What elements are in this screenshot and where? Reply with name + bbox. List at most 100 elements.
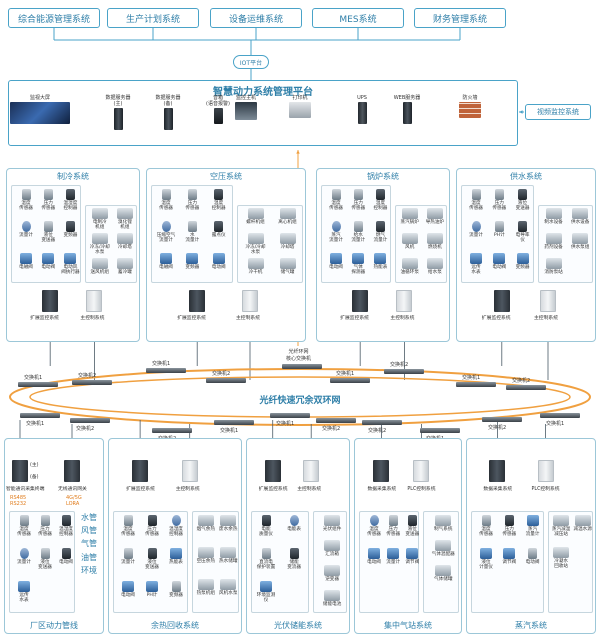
field-device[interactable]: 压力传感器 [347, 189, 369, 212]
field-device[interactable]: 流量计 [15, 221, 37, 238]
equipment-item[interactable]: 冷却塔 [272, 233, 303, 250]
ring-switch[interactable] [362, 420, 402, 425]
equipment-item[interactable]: 药剂设备 [541, 233, 567, 250]
ring-switch[interactable] [70, 418, 110, 423]
equipment-item[interactable]: 溴化锂机组 [113, 208, 137, 231]
field-device[interactable]: 温度传感器 [155, 189, 177, 212]
data-cabinet[interactable] [132, 460, 149, 482]
field-device[interactable]: 水流量计 [181, 221, 203, 244]
field-device[interactable]: 电动阀 [37, 253, 59, 270]
equipment-item[interactable]: 逆变器 [316, 565, 348, 582]
field-device[interactable]: 电磁阀 [155, 253, 177, 270]
equipment-item[interactable]: 燃烧机 [423, 233, 447, 250]
field-device[interactable]: 压力传感器 [498, 515, 520, 538]
equipment-item[interactable]: 蒸汽减温减压站 [551, 515, 572, 538]
ring-switch[interactable] [20, 413, 60, 418]
ring-switch[interactable] [206, 378, 246, 383]
equipment-item[interactable]: 导热油炉 [423, 208, 447, 225]
top-system-box[interactable]: 财务管理系统 [414, 8, 506, 28]
field-device[interactable]: 气体探测器 [347, 253, 369, 276]
equipment-item[interactable]: 储气罐 [272, 258, 303, 275]
field-device[interactable]: 液位变送器 [37, 221, 59, 244]
field-device[interactable]: 燃气流量计 [369, 221, 391, 244]
field-device[interactable]: 温度传感器 [465, 189, 487, 212]
field-device[interactable]: 液位变送器 [141, 548, 163, 571]
field-device[interactable]: 电能质量仪 [255, 515, 277, 538]
field-device[interactable]: 电能表 [283, 515, 305, 532]
field-device[interactable]: 储能变流器 [283, 548, 305, 571]
equipment-item[interactable]: 螺杆机组 [240, 208, 271, 225]
platform-item[interactable]: 数据服务器(主) [95, 95, 141, 130]
equipment-item[interactable]: 空压余热 [195, 547, 216, 564]
field-device[interactable]: 温度传感器 [15, 189, 37, 212]
field-device[interactable]: 变频器 [165, 581, 187, 598]
field-device[interactable]: 蒸汽流量计 [522, 515, 544, 538]
ring-switch[interactable] [384, 369, 424, 374]
equipment-item[interactable]: 送风机组 [88, 258, 112, 275]
equipment-item[interactable]: 冷冻/冷却水泵 [88, 233, 112, 256]
equipment-item[interactable]: 气体储罐 [426, 565, 460, 582]
equipment-item[interactable]: 风机 [398, 233, 422, 250]
field-device[interactable]: 液位变送器 [512, 189, 534, 212]
platform-item[interactable]: 防火墙 [447, 95, 493, 118]
field-device[interactable]: 电动阀 [208, 253, 230, 270]
ring-switch[interactable] [146, 368, 186, 373]
equipment-item[interactable]: 蓄冷罐 [113, 258, 137, 275]
field-device[interactable]: 变频器 [512, 253, 534, 270]
equipment-item[interactable]: 冷冻/冷却水泵 [240, 233, 271, 256]
field-device[interactable]: 给水流量计 [347, 221, 369, 244]
expansion-cabinet[interactable] [352, 290, 369, 312]
video-surveillance-box[interactable]: 视频监控系统 [525, 104, 591, 120]
field-device[interactable]: PH计 [141, 581, 163, 598]
field-device[interactable]: 远传水表 [13, 581, 35, 604]
equipment-item[interactable]: 供水泵组 [567, 233, 593, 250]
top-system-box[interactable]: 综合能源管理系统 [8, 8, 100, 28]
ring-switch[interactable] [482, 417, 522, 422]
equipment-item[interactable]: 油循环泵 [398, 258, 422, 275]
equipment-item[interactable]: 热泵机组 [195, 579, 216, 596]
platform-item[interactable]: 打印机 [277, 95, 323, 118]
control-cabinet[interactable] [413, 460, 430, 482]
field-device[interactable]: 流量计 [13, 548, 35, 565]
ring-switch[interactable] [214, 420, 254, 425]
main-control-cabinet[interactable] [242, 290, 258, 312]
equipment-item[interactable]: 气体混配器 [426, 540, 460, 557]
expansion-cabinet[interactable] [189, 290, 206, 312]
ring-switch[interactable] [540, 413, 580, 418]
main-control-cabinet[interactable] [396, 290, 413, 312]
field-device[interactable]: 热能表 [369, 253, 391, 270]
ring-switch[interactable] [270, 413, 310, 418]
field-device[interactable]: 温湿度控制器 [55, 515, 77, 538]
equipment-item[interactable]: 热水储罐 [218, 547, 239, 564]
field-device[interactable]: 压缩空气流量计 [155, 221, 177, 244]
field-device[interactable]: 压力传感器 [34, 515, 56, 538]
field-device[interactable]: 电动阀 [117, 581, 139, 598]
field-device[interactable]: 温度传感器 [363, 515, 385, 538]
equipment-item[interactable]: 冷却塔 [113, 233, 137, 250]
field-device[interactable]: 露点仪 [208, 221, 230, 238]
equipment-item[interactable]: 废水余热 [218, 515, 239, 532]
equipment-item[interactable]: 制水设备 [541, 208, 567, 225]
field-device[interactable]: 电动阀 [325, 253, 347, 270]
core-switch[interactable] [282, 364, 322, 369]
field-device[interactable]: 温湿度控制器 [59, 189, 81, 212]
field-device[interactable]: 电磁阀 [15, 253, 37, 270]
field-device[interactable]: 温度传感器 [325, 189, 347, 212]
ring-switch[interactable] [72, 380, 112, 385]
field-device[interactable]: 温度控制器 [369, 189, 391, 212]
data-cabinet[interactable] [264, 460, 281, 482]
ring-switch[interactable] [18, 382, 58, 387]
ring-switch[interactable] [420, 428, 460, 433]
expansion-cabinet[interactable] [42, 290, 59, 312]
field-device[interactable]: 环境监测仪 [255, 581, 277, 604]
control-cabinet[interactable] [537, 460, 554, 482]
equipment-item[interactable]: 消防泵站 [541, 258, 567, 275]
field-device[interactable]: 温湿度控制器 [165, 515, 187, 538]
equipment-item[interactable]: 减温水源 [572, 515, 593, 532]
field-device[interactable]: 压力传感器 [37, 189, 59, 212]
equipment-item[interactable]: 冷凝水回收站 [551, 547, 572, 570]
field-device[interactable]: 压力传感器 [488, 189, 510, 212]
field-device[interactable]: 压力传感器 [382, 515, 404, 538]
field-device[interactable]: 温度传感器 [475, 515, 497, 538]
ring-switch[interactable] [152, 428, 192, 433]
